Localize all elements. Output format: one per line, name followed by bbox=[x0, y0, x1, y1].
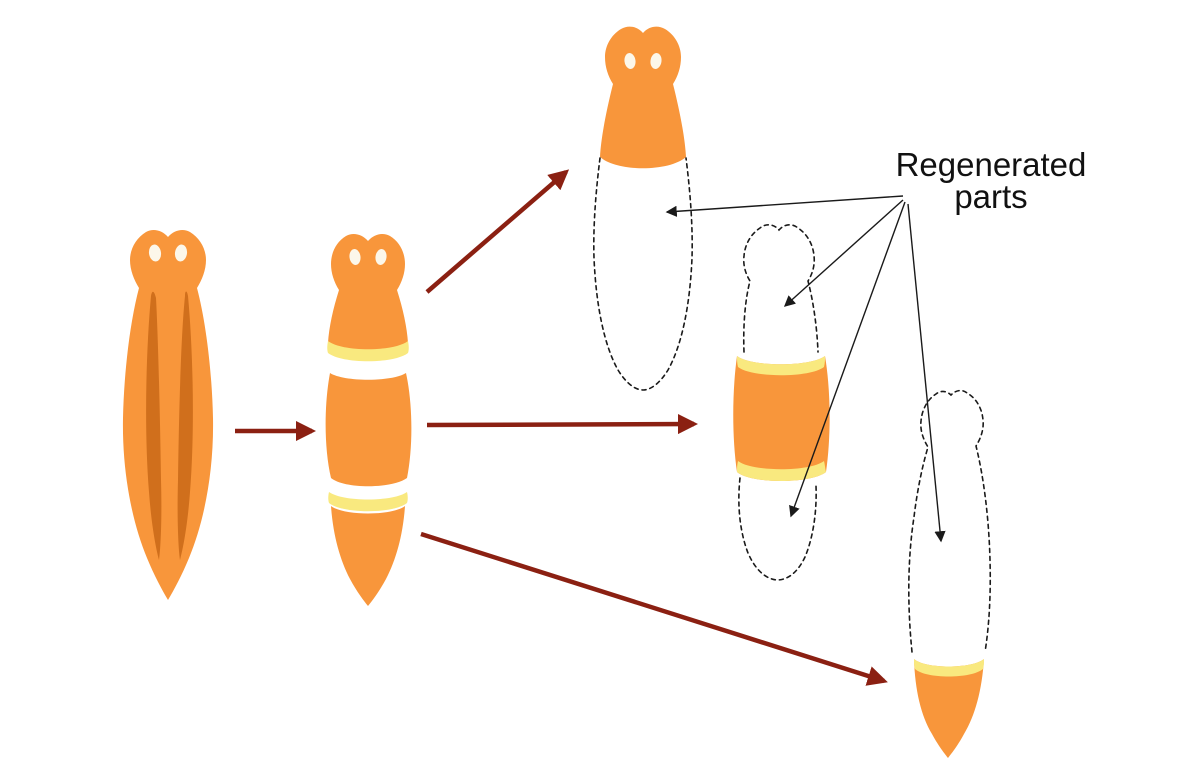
tail-fragment-cut-surface bbox=[914, 659, 984, 677]
arrow-middle-piece bbox=[426, 413, 699, 435]
cut-head-piece bbox=[328, 233, 408, 352]
transformation-arrows bbox=[235, 169, 888, 686]
whole-planarian-stripe-left bbox=[146, 291, 162, 560]
cut-surface-upper bbox=[327, 341, 409, 362]
middle-fragment-regenerating bbox=[733, 224, 830, 581]
tail-fragment-regenerated-body-outline bbox=[908, 389, 992, 653]
middle-fragment-original-body bbox=[733, 356, 830, 481]
cut-middle-piece bbox=[325, 373, 412, 487]
pointer-arrows bbox=[665, 195, 946, 543]
cut-planarian bbox=[325, 233, 412, 606]
arrow-tail-piece bbox=[420, 531, 888, 686]
head-fragment-regenerating bbox=[593, 26, 693, 391]
whole-planarian bbox=[122, 229, 214, 600]
pointer-to-middle-fragment-head bbox=[783, 199, 904, 307]
middle-fragment-regenerated-tail-outline bbox=[738, 477, 817, 581]
cut-surface-lower bbox=[328, 492, 408, 512]
tail-fragment-original-tail bbox=[914, 659, 984, 758]
annotation-label: Regenerated parts bbox=[896, 146, 1087, 215]
cut-tail-piece bbox=[331, 506, 405, 606]
cut-head-eye-left bbox=[349, 249, 361, 265]
head-fragment-original-head bbox=[600, 26, 686, 169]
pointer-to-tail-fragment bbox=[907, 203, 946, 543]
middle-fragment-cut-surface-upper bbox=[737, 356, 825, 376]
whole-planarian-body bbox=[122, 229, 214, 600]
middle-fragment-regenerated-head-outline bbox=[742, 224, 819, 353]
whole-planarian-eye-left bbox=[148, 244, 162, 262]
head-fragment-eye-left bbox=[624, 53, 636, 69]
head-fragment-regenerated-body-outline bbox=[593, 157, 693, 391]
middle-fragment-cut-surface-lower bbox=[737, 461, 826, 481]
pointer-to-head-fragment bbox=[665, 195, 904, 217]
tail-fragment-regenerating bbox=[908, 389, 992, 758]
whole-planarian-eye-right bbox=[174, 244, 188, 262]
arrow-head-piece bbox=[425, 169, 570, 294]
whole-planarian-stripe-right bbox=[177, 291, 193, 560]
annotation-line1: Regenerated bbox=[896, 146, 1087, 183]
annotation-line2: parts bbox=[954, 178, 1027, 215]
pointer-to-middle-fragment-tail bbox=[789, 201, 906, 518]
cut-head-eye-right bbox=[375, 249, 387, 265]
head-fragment-eye-right bbox=[650, 53, 662, 69]
